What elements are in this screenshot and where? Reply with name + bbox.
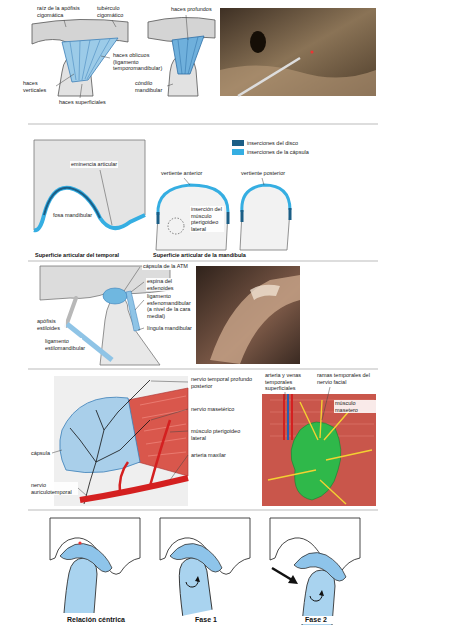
part-label: língula mandibular [146,325,193,332]
part-label: haces profundos [170,6,213,13]
mandible-surface-figure [156,185,290,250]
dissection-photo [220,8,376,96]
part-label: músculo pterigoideo lateral [190,428,256,441]
part-label: ligamento esfenomandibular (a nivel de l… [146,293,196,319]
part-label: eminencia articular [70,161,118,168]
leader-lines [52,381,330,496]
part-label: ramas temporales del nervio facial [316,372,376,385]
part-label: inserción del músculo pterigoideo latera… [190,206,224,232]
part-label: tubérculo cigomático [96,5,138,18]
figure-caption: Superficie articular de la mandíbula [152,252,247,259]
legend-text: inserciones del disco [247,140,298,147]
part-label: haces superficiales [58,99,107,106]
temporal-surface-figure [34,140,145,230]
phase-1-figure [160,518,250,616]
part-label: arteria maxilar [190,452,227,459]
figure-caption: Fase 2 [270,616,362,624]
legend-text: inserciones de la cápsula [247,149,309,156]
legend-row: inserciones del disco [232,140,309,147]
phase-2-figure [270,518,360,625]
part-label: haces oblicuos (ligamento temporomandibu… [112,52,166,72]
legend: inserciones del disco inserciones de la c… [232,140,309,157]
part-label: cápsula de la ATM [142,263,189,270]
part-label: vertiente anterior [160,170,203,177]
part-label: nervio temporal profundo posterior [190,376,256,389]
part-label: raíz de la apófisis cigomática [36,5,94,18]
part-label: vertiente posterior [240,170,286,177]
legend-row: inserciones de la cápsula [232,149,309,156]
leader-lines [100,170,264,225]
part-label: arteria y venas temporales superficiales [264,372,314,392]
part-label: nervio masetérico [190,406,235,413]
part-label: ligamento estilomandibular [44,338,82,351]
figure-caption: Fase 1 [160,616,252,624]
legend-swatch [232,149,244,155]
dividers [28,124,378,510]
part-label: espina del esfenoides [146,278,196,291]
legend-swatch [232,140,244,146]
part-label: fosa mandibular [52,212,93,219]
part-label: músculo masetero [334,400,378,413]
centric-relation-figure [50,518,140,613]
part-label: cápsula [30,450,51,457]
leader-lines [56,15,188,98]
part-label: nervio auriculotemporal [30,482,78,495]
part-label: apófisis estiloides [36,318,66,331]
figure-caption: Superficie articular del temporal [34,252,120,259]
part-label: cóndilo mandibular [134,80,166,93]
dissection-photo [196,266,300,364]
part-label: haces verticales [22,80,56,93]
leader-lines [124,267,144,330]
figure-caption: Relación céntrica [50,616,142,624]
